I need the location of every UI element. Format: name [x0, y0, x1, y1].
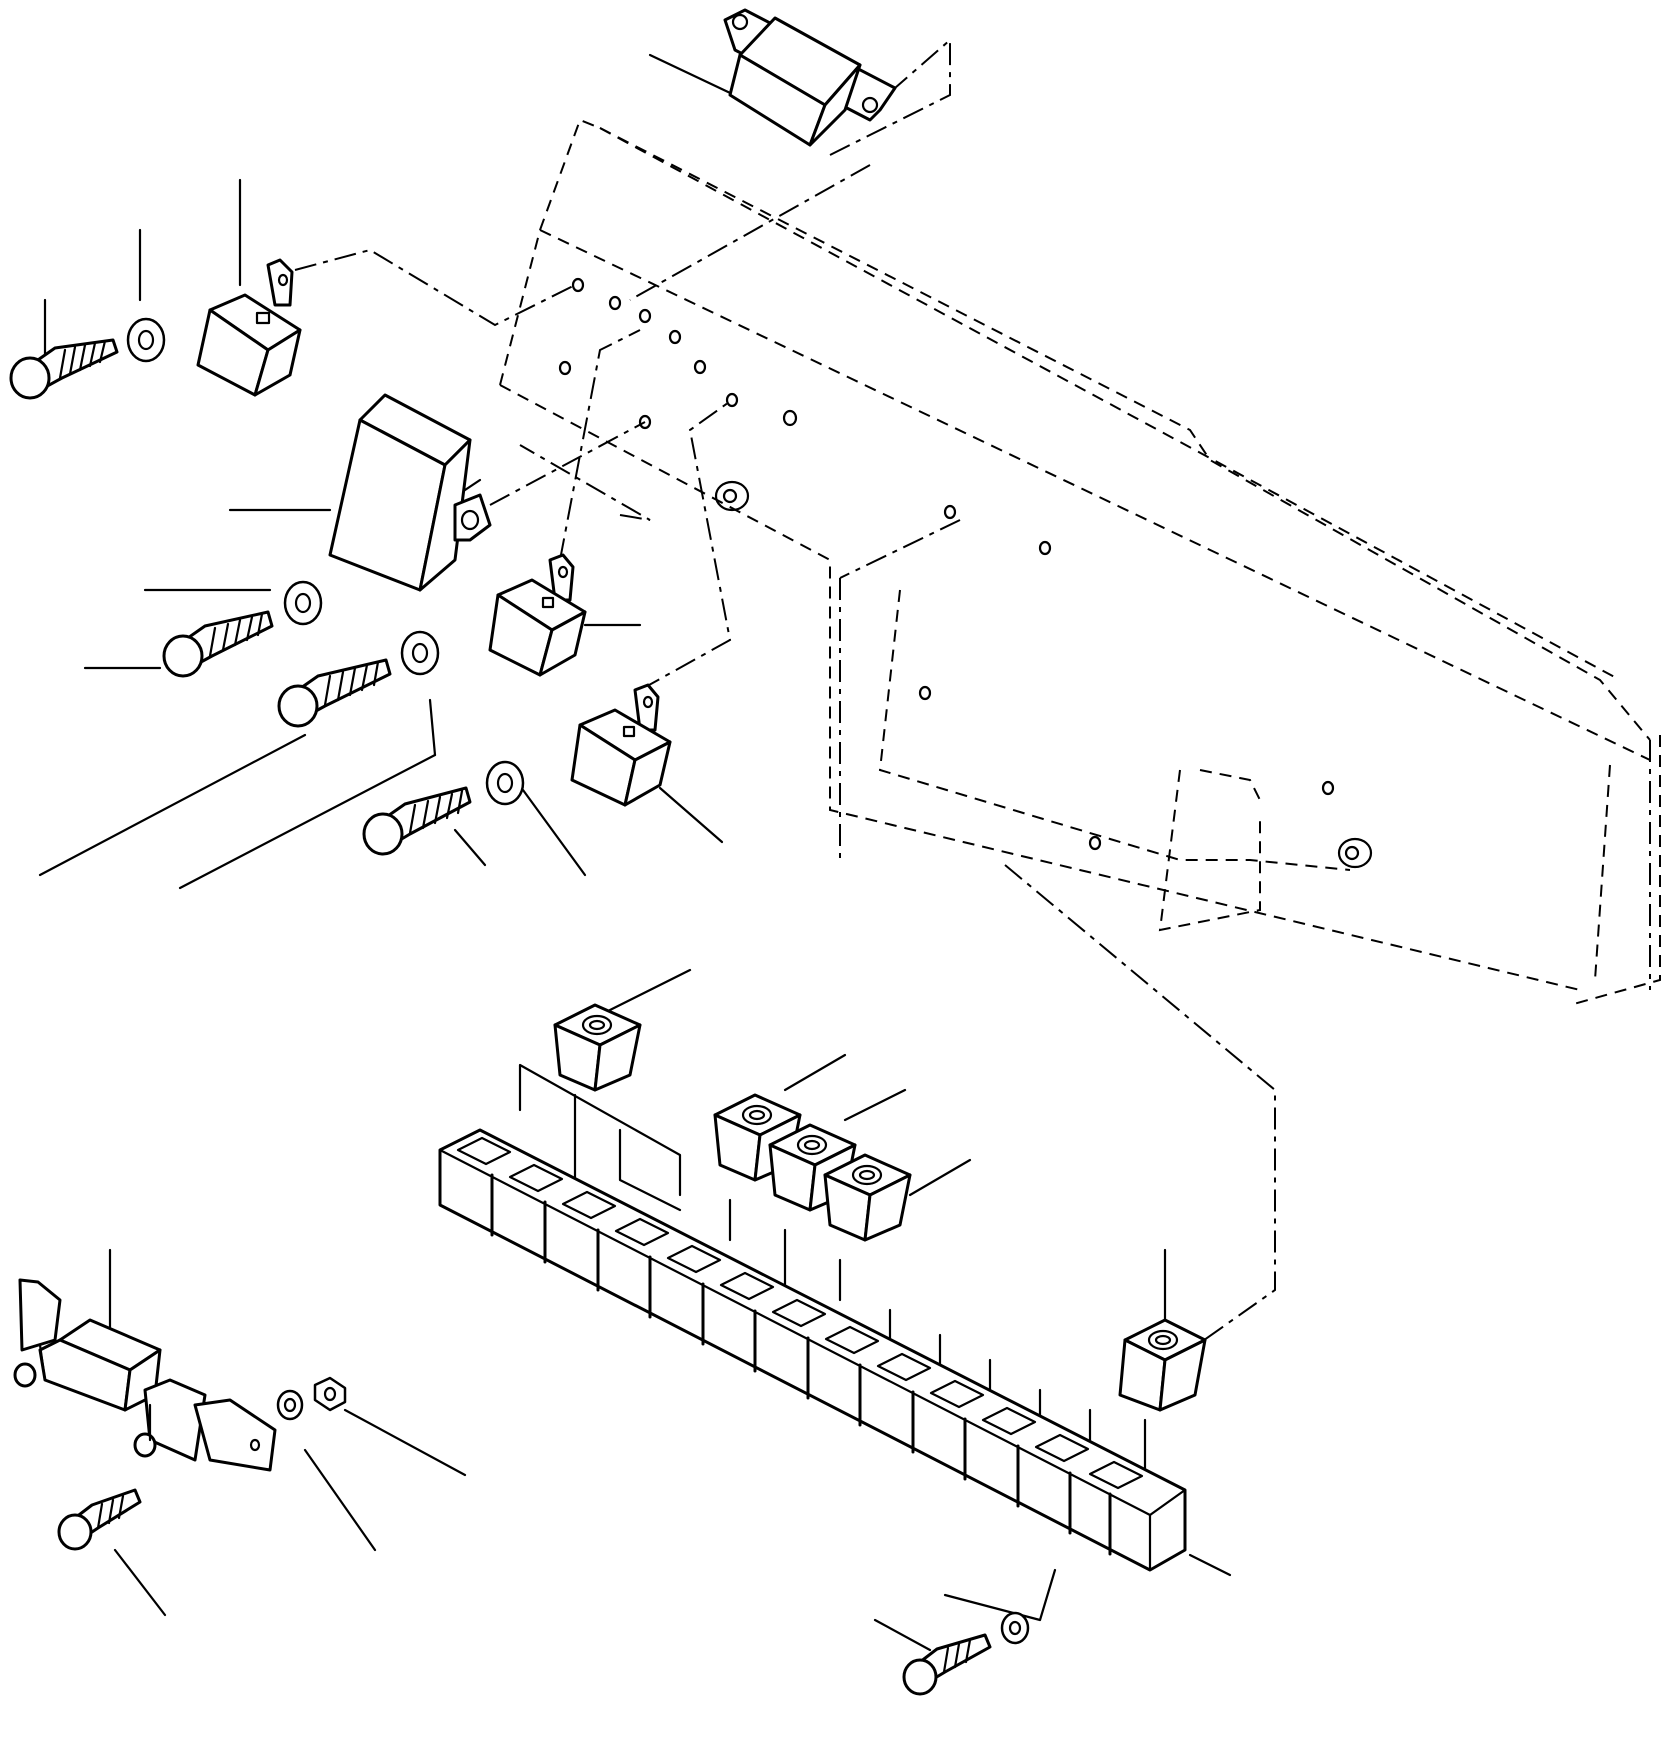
relay-top: [723, 8, 897, 147]
relay-plug-5: [1118, 1318, 1207, 1412]
flasher-unit: [13, 1278, 277, 1472]
relay-socket-block: [438, 1128, 1187, 1572]
control-unit: [328, 393, 492, 592]
relay-small-left: [196, 258, 302, 397]
washers: [126, 317, 1030, 1645]
relay-middle-1: [488, 553, 587, 677]
relay-plug-4: [823, 1153, 912, 1242]
bolts: [9, 338, 992, 1696]
mounting-panel: [499, 118, 1661, 1006]
relay-plug-1: [553, 1003, 642, 1092]
nuts: [276, 1376, 347, 1421]
relay-middle-2: [570, 683, 672, 807]
